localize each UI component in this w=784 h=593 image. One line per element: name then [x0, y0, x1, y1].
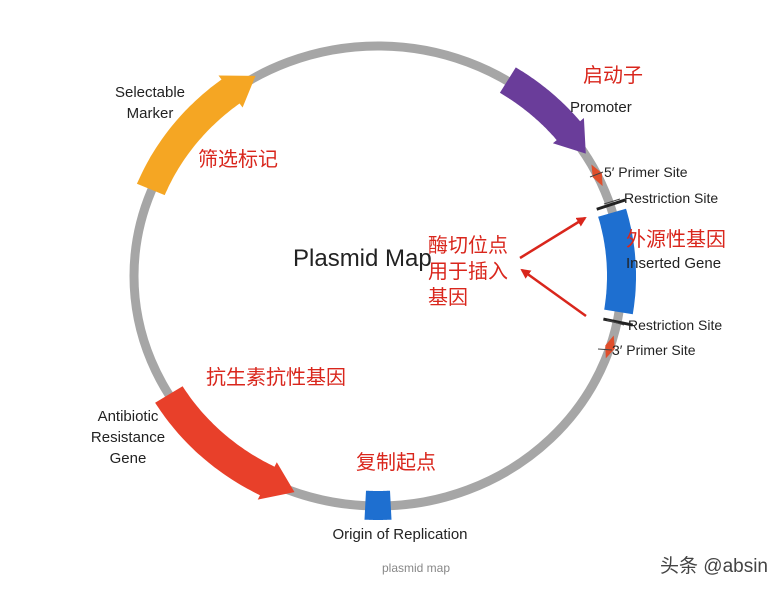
- promoter-arrow: [499, 67, 586, 154]
- primer3-marker: [605, 335, 615, 359]
- resistance-label-2: Resistance: [91, 429, 165, 446]
- promoter-cn-label: 启动子: [583, 63, 643, 87]
- restriction-site-2-label: Restriction Site: [628, 317, 722, 333]
- resistance-label-1: Antibiotic: [98, 408, 159, 425]
- annotation-line-1: 酶切位点: [428, 233, 508, 257]
- primer-3-label: 3′ Primer Site: [612, 342, 696, 358]
- origin-label: Origin of Replication: [332, 526, 467, 543]
- restriction-2-leader: [606, 319, 625, 326]
- selectable-marker-label-2: Marker: [127, 105, 174, 122]
- resistance-cn-label: 抗生素抗性基因: [206, 365, 346, 389]
- primer-3-leader: [597, 348, 613, 351]
- origin-of-replication-block: [364, 490, 392, 520]
- annotation-arrow-to-restriction-2: [520, 268, 587, 318]
- restriction-1-leader: [603, 198, 621, 205]
- primer-5-leader: [589, 171, 604, 178]
- inserted-gene-block: [598, 208, 636, 315]
- antibiotic-resistance-arrow: [155, 386, 295, 500]
- watermark: 头条 @absin: [660, 555, 768, 577]
- plasmid-map-title: Plasmid Map: [293, 245, 432, 272]
- selectable-marker-label-1: Selectable: [115, 84, 185, 101]
- restriction-site-1-label: Restriction Site: [624, 190, 718, 206]
- primer-3-site: [605, 335, 615, 359]
- annotation-line-3: 基因: [428, 285, 468, 309]
- selectable-marker-arrow: [136, 75, 256, 196]
- origin-cn-label: 复制起点: [356, 450, 436, 474]
- annotation-arrow-to-restriction-1: [519, 216, 587, 260]
- primer5-marker: [591, 164, 603, 187]
- inserted-gene-label: Inserted Gene: [626, 255, 721, 272]
- caption: plasmid map: [382, 561, 450, 575]
- promoter-label: Promoter: [570, 99, 632, 116]
- selectable-marker-cn-label: 筛选标记: [198, 147, 278, 171]
- inserted-gene-cn-label: 外源性基因: [626, 227, 726, 251]
- primer-5-label: 5′ Primer Site: [604, 164, 688, 180]
- resistance-label-3: Gene: [110, 450, 147, 467]
- primer-5-site: [591, 164, 603, 187]
- annotation-line-2: 用于插入: [428, 259, 508, 283]
- restriction-site-1-mark: [596, 198, 626, 211]
